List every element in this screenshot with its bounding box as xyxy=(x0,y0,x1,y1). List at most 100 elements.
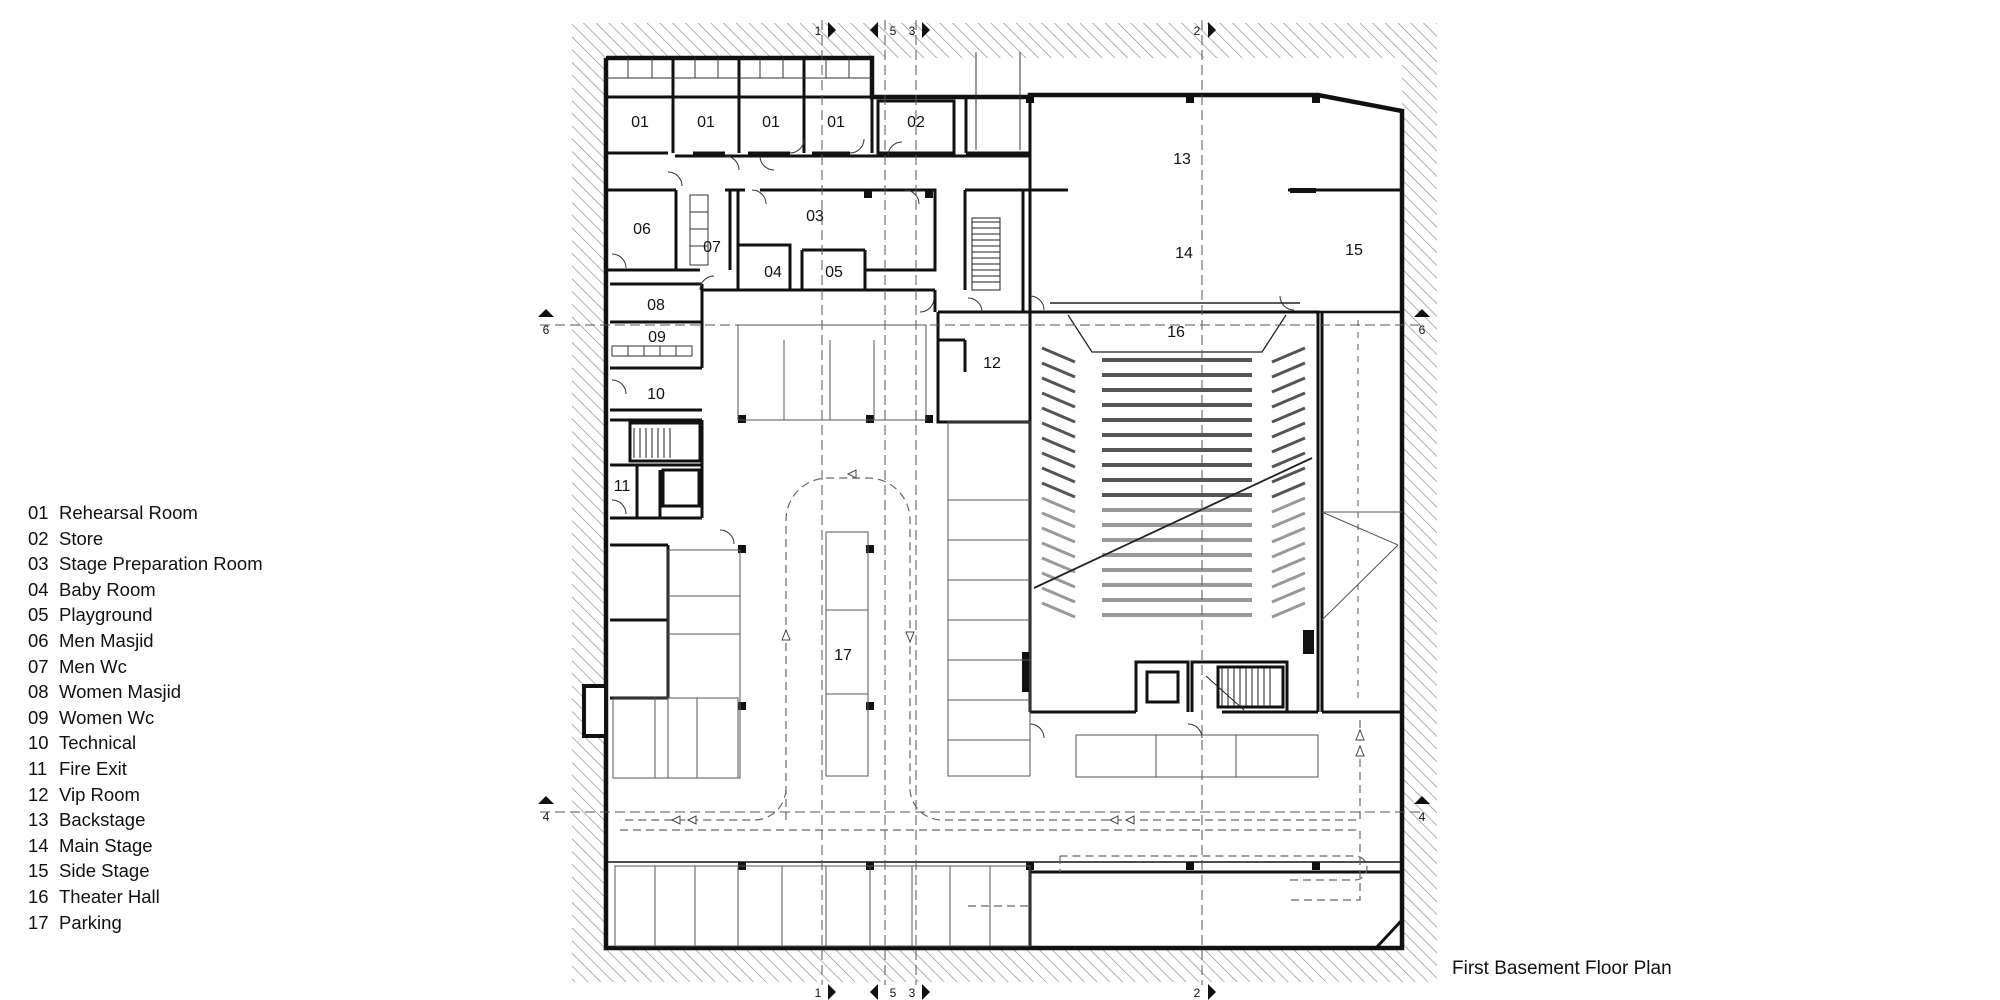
section-marker-labels: 1 5 3 2 1 5 3 2 6 6 4 4 xyxy=(543,24,1426,1000)
legend-label: Baby Room xyxy=(59,578,156,600)
legend-label: Women Masjid xyxy=(59,681,182,703)
seat-row-line xyxy=(1271,421,1306,439)
legend-code: 08 xyxy=(28,681,49,703)
room-label: 15 xyxy=(1345,242,1363,259)
legend-label: Fire Exit xyxy=(59,757,127,779)
legend-code: 12 xyxy=(28,783,49,805)
room-label: 05 xyxy=(825,264,843,281)
driving-circulation xyxy=(620,477,1368,907)
seat-row-line xyxy=(1271,406,1306,424)
legend-code: 02 xyxy=(28,527,49,549)
legend-label: Side Stage xyxy=(59,860,150,882)
seat-row-line xyxy=(1041,391,1076,409)
seat-row-line xyxy=(1041,601,1076,619)
room-label: 03 xyxy=(806,208,824,225)
legend-code: 04 xyxy=(28,578,49,600)
seat-row-line xyxy=(1271,526,1306,544)
legend-label: Rehearsal Room xyxy=(59,502,198,523)
seat-row-line xyxy=(1041,451,1076,469)
legend-item: 17 Parking xyxy=(28,910,318,936)
legend-item: 12 Vip Room xyxy=(28,782,318,808)
door-swings xyxy=(611,138,1295,739)
room-label: 10 xyxy=(647,386,665,403)
section-number: 3 xyxy=(909,24,916,38)
seat-rows xyxy=(1041,346,1306,619)
room-label: 12 xyxy=(983,355,1001,372)
legend-label: Stage Preparation Room xyxy=(59,553,263,575)
legend-code: 10 xyxy=(28,732,49,754)
seat-row-line xyxy=(1271,391,1306,409)
seat-row-line xyxy=(1271,556,1306,574)
legend-label: Backstage xyxy=(59,809,146,831)
seat-row-line xyxy=(1041,541,1076,559)
direction-arrows xyxy=(670,469,1365,825)
legend-code: 05 xyxy=(28,604,49,626)
legend-item: 08 Women Masjid xyxy=(28,679,318,705)
legend-item: 11 Fire Exit xyxy=(28,756,318,782)
section-number: 6 xyxy=(1419,323,1426,337)
room-label: 09 xyxy=(648,329,666,346)
seat-row-line xyxy=(1041,346,1076,364)
stairs xyxy=(633,217,1271,711)
seat-row-line xyxy=(1271,511,1306,529)
room-labels: 01 01 01 01 02 03 04 05 06 07 08 09 10 1… xyxy=(614,114,1363,664)
section-number: 6 xyxy=(543,323,550,337)
seat-row-line xyxy=(1271,466,1306,484)
legend-item: 04 Baby Room xyxy=(28,577,318,603)
legend-code: 15 xyxy=(28,860,49,882)
room-label: 02 xyxy=(907,114,925,131)
legend-code: 14 xyxy=(28,834,49,856)
section-number: 3 xyxy=(909,986,916,1000)
seat-row-line xyxy=(1041,526,1076,544)
section-number: 1 xyxy=(815,24,822,38)
room-label: 07 xyxy=(703,239,721,256)
section-marker-icons xyxy=(538,22,1430,1000)
seat-row-line xyxy=(1271,496,1306,514)
section-number: 5 xyxy=(890,24,897,38)
legend-label: Technical xyxy=(59,732,137,754)
section-cut-lines xyxy=(540,20,1420,985)
legend-code: 17 xyxy=(28,911,49,933)
room-label: 08 xyxy=(647,297,665,314)
seat-row-line xyxy=(1041,511,1076,529)
room-label: 14 xyxy=(1175,245,1193,262)
room-label: 17 xyxy=(834,647,852,664)
seat-row-line xyxy=(1271,601,1306,619)
section-number: 1 xyxy=(815,986,822,1000)
legend-label: Vip Room xyxy=(59,783,140,805)
plan-caption: First Basement Floor Plan xyxy=(1452,958,1672,979)
legend-label: Theater Hall xyxy=(59,885,160,907)
room-label: 16 xyxy=(1167,324,1185,341)
parking-bays xyxy=(612,320,1402,947)
legend-code: 11 xyxy=(28,757,48,779)
seat-row-line xyxy=(1271,481,1306,499)
room-label: 06 xyxy=(633,221,651,238)
seat-row-line xyxy=(1041,481,1076,499)
room-label: 13 xyxy=(1173,151,1191,168)
seat-row-line xyxy=(1041,466,1076,484)
room-label: 01 xyxy=(827,114,845,131)
theater-seating xyxy=(1033,302,1313,619)
seat-row-line xyxy=(1271,361,1306,379)
seat-row-line xyxy=(1041,421,1076,439)
seat-row-line xyxy=(1041,586,1076,604)
section-number: 4 xyxy=(543,810,550,824)
room-label: 11 xyxy=(614,478,631,495)
seat-row-line xyxy=(1271,541,1306,559)
section-number: 5 xyxy=(890,986,897,1000)
section-number: 2 xyxy=(1194,24,1201,38)
seat-row-line xyxy=(1271,586,1306,604)
legend-code: 06 xyxy=(28,629,49,651)
room-label: 01 xyxy=(631,114,649,131)
room-label: 01 xyxy=(762,114,780,131)
legend-item: 15 Side Stage xyxy=(28,858,318,884)
legend-label: Parking xyxy=(59,911,122,933)
seat-row-line xyxy=(1271,346,1306,364)
interior-walls xyxy=(606,58,1404,950)
